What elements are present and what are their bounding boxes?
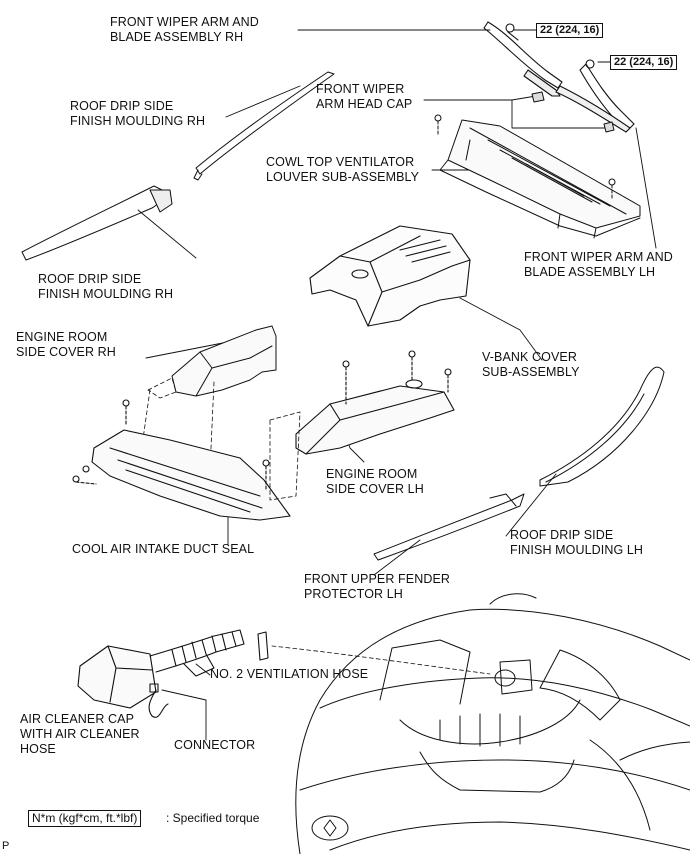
legend-unit-text: : Specified torque [166,811,260,825]
air-cleaner-assembly [77,629,269,718]
label-engine-side-lh: ENGINE ROOM SIDE COVER LH [326,467,424,497]
dashed-guides-lh [269,411,301,501]
fender-protector-lh [373,493,525,561]
label-roof-drip-rh-top: ROOF DRIP SIDE FINISH MOULDING RH [70,99,205,129]
label-line: WITH AIR CLEANER [20,727,140,741]
label-engine-side-rh: ENGINE ROOM SIDE COVER RH [16,330,116,360]
roof-drip-lh [539,366,665,487]
label-line: ROOF DRIP SIDE [38,272,142,286]
label-vbank-cover: V-BANK COVER SUB-ASSEMBLY [482,350,580,380]
label-wiper-lh: FRONT WIPER ARM AND BLADE ASSEMBLY LH [524,250,673,280]
label-line: PROTECTOR LH [304,587,403,601]
label-vent-hose: NO. 2 VENTILATION HOSE [210,667,368,682]
label-line: HOSE [20,742,56,756]
legend-unit-box: N*m (kgf*cm, ft.*lbf) [28,810,142,827]
torque-spec-2: 22 (224, 16) [610,55,678,70]
label-cowl-louver: COWL TOP VENTILATOR LOUVER SUB-ASSEMBLY [266,155,419,185]
vent-hose-dashed-guide [271,645,491,675]
label-line: BLADE ASSEMBLY LH [524,265,656,279]
corner-mark: P [2,840,10,852]
label-line: FRONT WIPER [316,82,405,96]
label-wiper-rh: FRONT WIPER ARM AND BLADE ASSEMBLY RH [110,15,259,45]
label-line: V-BANK COVER [482,350,577,364]
cowl-top-louver [434,114,641,239]
label-line: BLADE ASSEMBLY RH [110,30,244,44]
vehicle-engine-bay [295,593,690,854]
label-line: FRONT UPPER FENDER [304,572,451,586]
label-line: SUB-ASSEMBLY [482,365,580,379]
wiper-arm-rh [483,21,563,97]
label-roof-drip-rh-bottom: ROOF DRIP SIDE FINISH MOULDING RH [38,272,173,302]
label-line: AIR CLEANER CAP [20,712,135,726]
torque-spec-1: 22 (224, 16) [536,23,604,38]
wiper-arm-lh [555,59,635,133]
vbank-cover [309,225,471,327]
label-cool-air-intake: COOL AIR INTAKE DUCT SEAL [72,542,254,557]
label-line: LOUVER SUB-ASSEMBLY [266,170,420,184]
engine-side-cover-lh [295,350,455,455]
label-roof-drip-lh: ROOF DRIP SIDE FINISH MOULDING LH [510,528,643,558]
roof-drip-rh-top [193,71,335,181]
label-line: FRONT WIPER ARM AND [110,15,259,29]
label-line: ENGINE ROOM [16,330,108,344]
label-air-cleaner: AIR CLEANER CAP WITH AIR CLEANER HOSE [20,712,140,757]
label-line: NO. 2 VENTILATION HOSE [210,667,369,681]
roof-drip-rh-bottom [21,185,173,261]
label-line: FINISH MOULDING RH [70,114,206,128]
label-line: FINISH MOULDING RH [38,287,174,301]
label-connector: CONNECTOR [174,738,255,753]
label-line: SIDE COVER RH [16,345,116,359]
wiper-head-caps [531,91,615,133]
label-line: ARM HEAD CAP [316,97,413,111]
label-fender-protector: FRONT UPPER FENDER PROTECTOR LH [304,572,450,602]
label-line: ROOF DRIP SIDE [70,99,174,113]
label-line: COOL AIR INTAKE DUCT SEAL [72,542,255,556]
label-line: SIDE COVER LH [326,482,424,496]
cool-air-intake-duct-seal [72,399,291,521]
label-line: COWL TOP VENTILATOR [266,155,415,169]
label-line: ROOF DRIP SIDE [510,528,614,542]
label-line: ENGINE ROOM [326,467,418,481]
label-line: FINISH MOULDING LH [510,543,644,557]
label-line: FRONT WIPER ARM AND [524,250,673,264]
label-wiper-cap: FRONT WIPER ARM HEAD CAP [316,82,412,112]
label-line: CONNECTOR [174,738,256,752]
engine-side-cover-rh [171,325,277,397]
